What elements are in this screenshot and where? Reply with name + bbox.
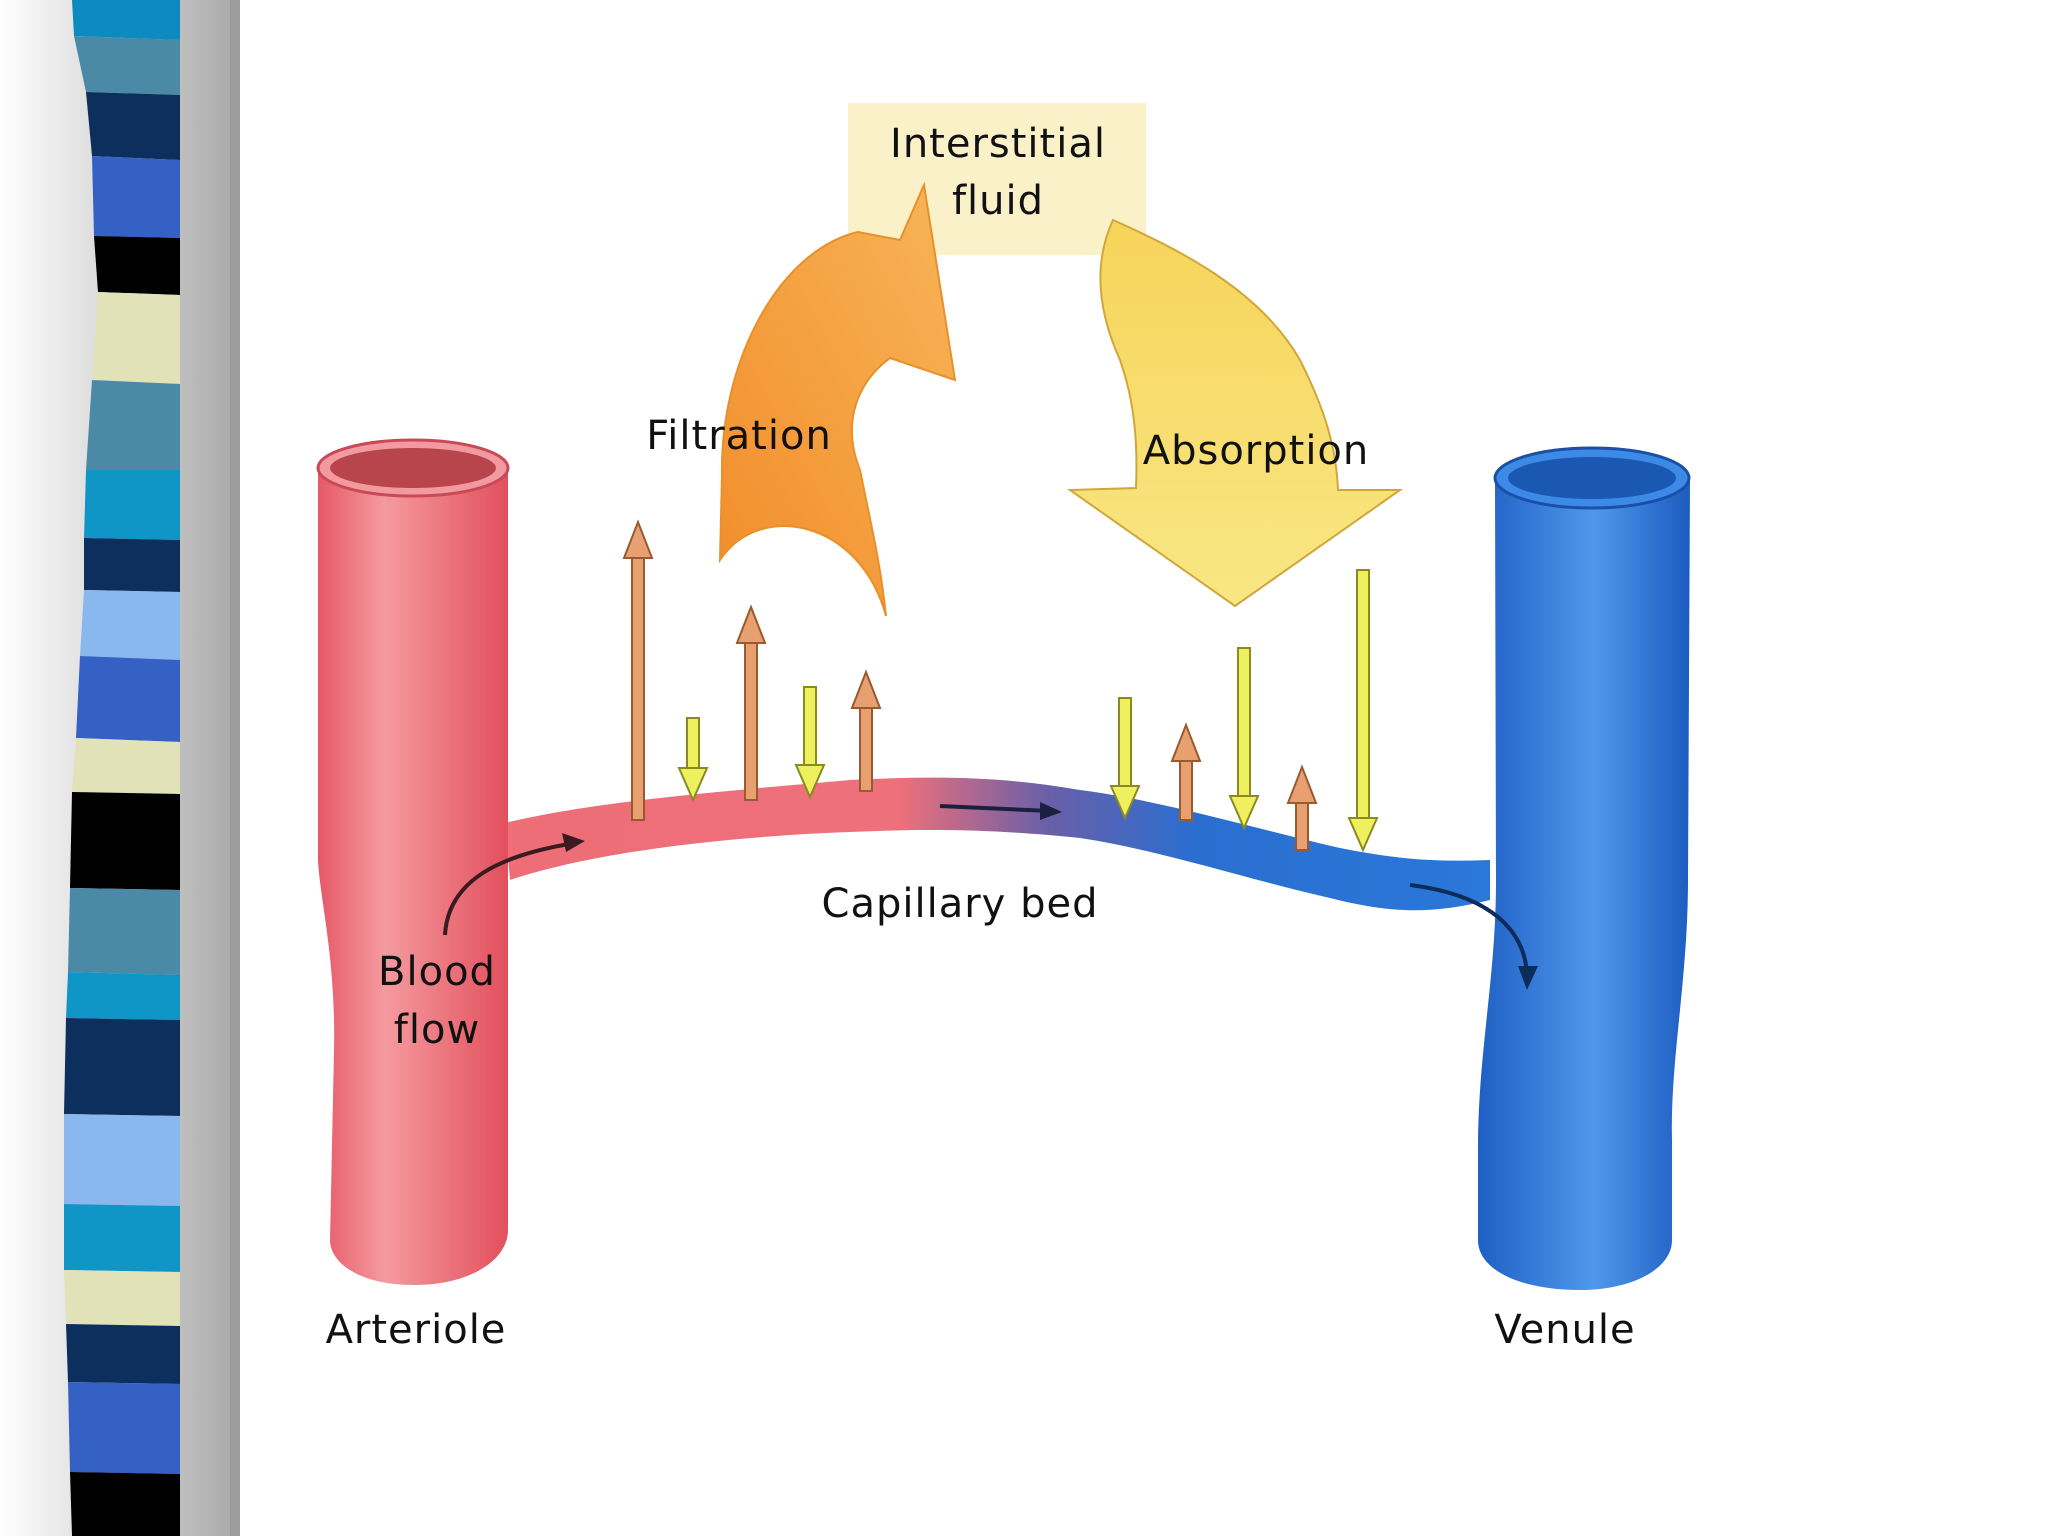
up-arrow [1286,764,1318,851]
capillary-bed [505,777,1490,911]
absorption-label: Absorption [1143,428,1370,474]
left-border [0,0,240,1536]
down-arrow [677,717,709,803]
small-down-arrows [677,569,1379,853]
blood-flow-label-line2: flow [394,1007,480,1053]
interstitial-fluid-box [848,103,1146,255]
up-arrow [850,669,882,792]
absorption-arrow [1066,218,1404,608]
blood-flow-arrow [443,841,576,936]
up-arrow [1170,722,1202,821]
small-up-arrows [622,519,1318,851]
arteriole-label: Arteriole [326,1307,507,1353]
capillary-flow-arrowhead [1040,802,1062,820]
venule-label: Venule [1494,1307,1635,1353]
venule-flow-arrowhead [1518,966,1538,990]
interstitial-fluid-label-line2: fluid [952,178,1044,224]
capillary-flow-arrow [939,804,1051,813]
blood-flow-label-line1: Blood [378,949,496,995]
venule-vessel [1478,446,1691,1290]
arteriole-vessel [316,438,510,1285]
capillary-bed-label: Capillary bed [822,881,1099,927]
filtration-label: Filtration [646,413,832,459]
filtration-arrow [718,181,957,617]
up-arrow [622,519,654,821]
up-arrow [735,604,767,801]
venule-flow-arrow [1409,883,1529,976]
striped-bar-decoration [64,0,180,1536]
blood-flow-arrowhead [562,833,585,852]
down-arrow [1109,697,1141,821]
down-arrow [794,686,826,800]
down-arrow [1347,569,1379,853]
down-arrow [1228,647,1260,831]
interstitial-fluid-label-line1: Interstitial [890,121,1106,167]
